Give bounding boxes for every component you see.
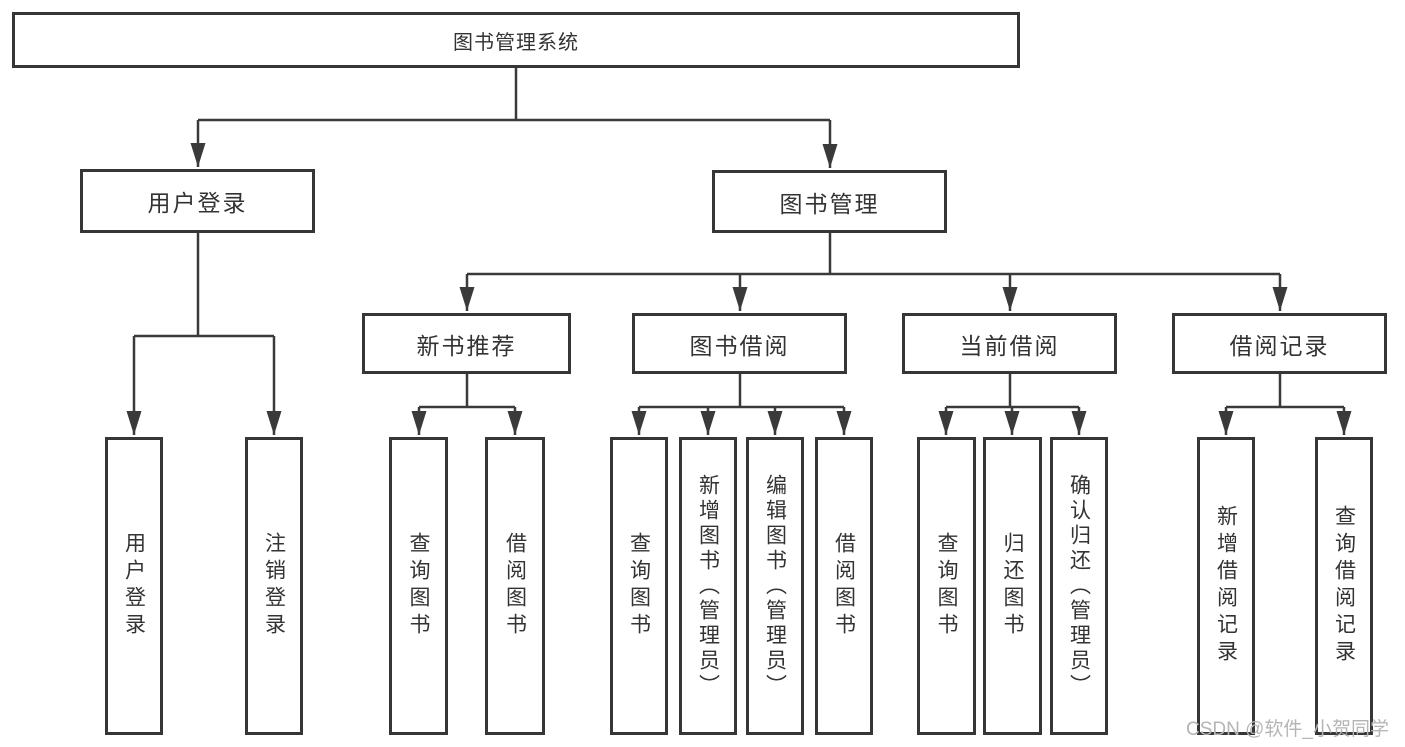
connector-user-login-trunk xyxy=(134,233,274,338)
leaf-query-borrow-record: 查询借阅记录 xyxy=(1315,437,1373,735)
node-label: 查询图书 xyxy=(407,532,430,640)
node-label: 注销登录 xyxy=(262,532,286,640)
node-label: 用户登录 xyxy=(122,532,146,640)
node-label: 图书管理系统 xyxy=(453,31,579,54)
connector-book-borrow-trunk xyxy=(639,374,844,409)
node-label: 新书推荐 xyxy=(416,332,517,359)
leaf-add-books-admin: 新增图书（管理员） xyxy=(679,437,737,735)
node-book-borrow: 图书借阅 xyxy=(632,313,847,374)
leaf-confirm-return-admin: 确认归还（管理员） xyxy=(1050,437,1108,735)
leaf-borrow-books: 借阅图书 xyxy=(485,437,545,735)
connector-current-borrow-trunk xyxy=(946,374,1079,409)
csdn-watermark: CSDN @软件_小贺同学 xyxy=(1186,719,1389,740)
leaf-logout: 注销登录 xyxy=(245,437,303,735)
leaf-edit-books-admin: 编辑图书（管理员） xyxy=(746,437,804,735)
node-label: 编辑图书（管理员） xyxy=(763,473,787,699)
connector-new-book-trunk xyxy=(419,374,515,409)
node-label: 新增借阅记录 xyxy=(1214,505,1238,667)
node-current-borrow: 当前借阅 xyxy=(902,313,1117,374)
leaf-query-books: 查询图书 xyxy=(610,437,668,735)
node-root-system: 图书管理系统 xyxy=(12,12,1020,68)
node-label: 确认归还（管理员） xyxy=(1067,473,1091,699)
connector-root-trunk xyxy=(198,68,830,122)
node-label: 图书借阅 xyxy=(689,332,790,359)
node-label: 借阅图书 xyxy=(832,532,856,640)
leaf-query-books: 查询图书 xyxy=(389,437,448,735)
leaf-query-books: 查询图书 xyxy=(917,437,976,735)
node-label: 借阅图书 xyxy=(503,532,527,640)
node-label: 新增图书（管理员） xyxy=(696,473,720,699)
node-label: 当前借阅 xyxy=(959,332,1060,359)
leaf-add-borrow-record: 新增借阅记录 xyxy=(1197,437,1255,735)
node-label: 查询借阅记录 xyxy=(1332,505,1356,667)
node-label: 借阅记录 xyxy=(1229,332,1330,359)
node-label: 查询图书 xyxy=(935,532,958,640)
connector-borrow-record-trunk xyxy=(1226,374,1344,409)
leaf-borrow-books: 借阅图书 xyxy=(815,437,873,735)
node-label: 用户登录 xyxy=(147,190,248,216)
node-borrow-record: 借阅记录 xyxy=(1172,313,1387,374)
connector-book-management-trunk xyxy=(467,233,1280,276)
node-book-management: 图书管理 xyxy=(712,170,947,233)
node-new-book-recommend: 新书推荐 xyxy=(362,313,571,374)
node-label: 归还图书 xyxy=(1001,532,1024,640)
node-label: 查询图书 xyxy=(627,532,651,640)
leaf-user-login: 用户登录 xyxy=(105,437,163,735)
leaf-return-books: 归还图书 xyxy=(983,437,1042,735)
node-user-login: 用户登录 xyxy=(80,169,315,233)
node-label: 图书管理 xyxy=(779,190,880,217)
